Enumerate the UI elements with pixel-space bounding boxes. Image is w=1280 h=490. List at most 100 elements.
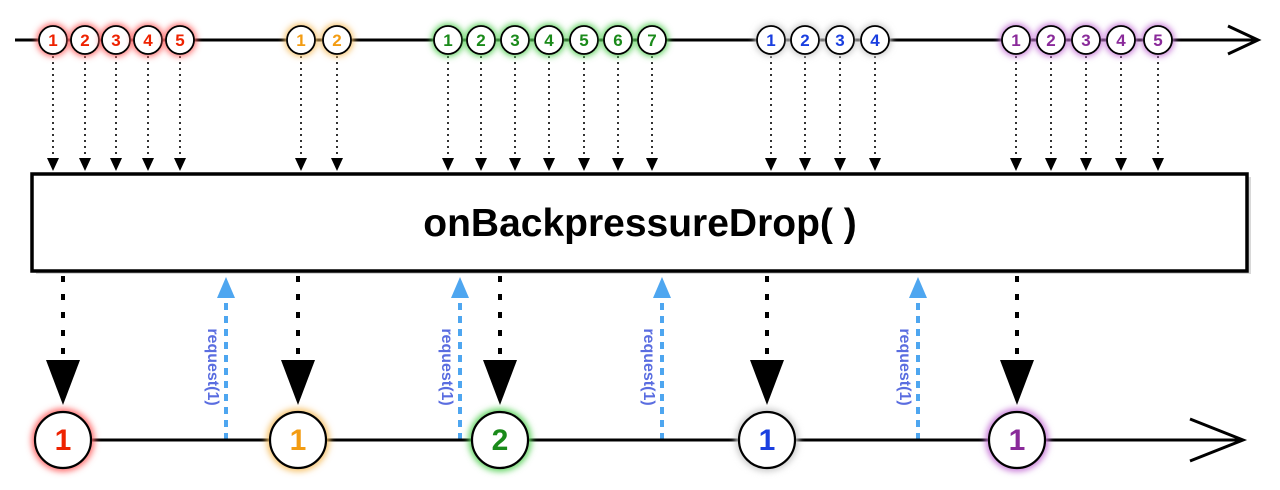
request-arrows: request(1) request(1) request(1) request(1) (204, 277, 927, 440)
source-marble: 2 (788, 23, 822, 57)
source-marble: 1 (36, 23, 70, 57)
source-marble: 4 (532, 23, 566, 57)
operator-box-frame (30, 172, 1249, 273)
output-marble: 1 (31, 408, 95, 472)
request-arrow-head (653, 277, 671, 298)
source-connector-arrowhead (47, 158, 59, 171)
source-marble-circle (569, 25, 599, 55)
source-marble: 5 (163, 23, 197, 57)
source-marble-circle (790, 25, 820, 55)
output-connector-arrowhead (483, 360, 517, 405)
source-marble-label: 4 (1116, 31, 1126, 50)
source-marble: 6 (601, 23, 635, 57)
source-marble: 3 (823, 23, 857, 57)
source-marble-label: 2 (476, 31, 485, 50)
source-marble-label: 1 (1011, 31, 1020, 50)
source-marble-circle (433, 25, 463, 55)
source-connector-arrowhead (765, 158, 777, 171)
source-connector-arrowhead (174, 158, 186, 171)
output-connector-arrowhead (281, 360, 315, 405)
source-connector-arrowhead (475, 158, 487, 171)
source-marble: 3 (99, 23, 133, 57)
request-label: request(1) (896, 328, 913, 405)
output-marble-label: 1 (759, 424, 776, 457)
source-connector-arrowhead (612, 158, 624, 171)
source-marble-label: 4 (870, 31, 880, 50)
source-marble-label: 2 (1046, 31, 1055, 50)
output-marble-circle (470, 410, 530, 470)
source-connector-arrowhead (1080, 158, 1092, 171)
output-connector-arrowhead (46, 360, 80, 405)
source-marble: 4 (1104, 23, 1138, 57)
source-timeline-arrowhead (1227, 24, 1262, 56)
source-marble-circle (1143, 25, 1173, 55)
source-marble: 1 (999, 23, 1033, 57)
source-connector-arrowhead (110, 158, 122, 171)
operator-box: onBackpressureDrop( ) (30, 172, 1251, 274)
output-timeline (35, 417, 1248, 463)
source-connector-arrowhead (543, 158, 555, 171)
source-connectors (47, 56, 1164, 171)
output-marble-label: 1 (55, 424, 72, 457)
source-marble-circle (637, 25, 667, 55)
output-connectors (46, 276, 1034, 405)
source-connector-arrowhead (442, 158, 454, 171)
source-marble-circle (165, 25, 195, 55)
source-marble: 3 (1069, 23, 1103, 57)
source-marble-label: 6 (613, 31, 622, 50)
source-marble: 7 (635, 23, 669, 57)
source-marble: 1 (284, 23, 318, 57)
source-marble: 4 (131, 23, 165, 57)
source-marble: 4 (858, 23, 892, 57)
request-arrow: request(1) (204, 277, 235, 440)
source-marble-label: 1 (48, 31, 57, 50)
request-arrow: request(1) (896, 277, 927, 440)
source-marble-circle (500, 25, 530, 55)
source-marble: 5 (1141, 23, 1175, 57)
source-connector-arrowhead (869, 158, 881, 171)
output-marble-label: 1 (290, 424, 307, 457)
source-marble-label: 1 (443, 31, 452, 50)
request-label: request(1) (640, 328, 657, 405)
request-arrow-head (451, 277, 469, 298)
source-connector-arrowhead (1045, 158, 1057, 171)
request-arrow-head (909, 277, 927, 298)
operator-label: onBackpressureDrop( ) (423, 202, 856, 245)
source-marble-label: 7 (647, 31, 656, 50)
source-marble-label: 2 (332, 31, 341, 50)
source-marble: 1 (431, 23, 465, 57)
output-marble-label: 2 (492, 424, 509, 457)
source-marble-label: 3 (111, 31, 120, 50)
source-marble-circle (322, 25, 352, 55)
source-connector-arrowhead (1115, 158, 1127, 171)
source-marble-label: 2 (80, 31, 89, 50)
source-marble-circle (1001, 25, 1031, 55)
source-marble-circle (534, 25, 564, 55)
source-connector-arrowhead (509, 158, 521, 171)
output-timeline-arrowhead (1189, 417, 1248, 463)
source-connector-arrowhead (646, 158, 658, 171)
output-marble-label: 1 (1009, 424, 1026, 457)
source-marble-circle (133, 25, 163, 55)
source-connector-arrowhead (1010, 158, 1022, 171)
source-marble: 2 (320, 23, 354, 57)
output-marble-circle (737, 410, 797, 470)
source-marble-circle (101, 25, 131, 55)
source-marble-circle (756, 25, 786, 55)
source-marble-circle (1036, 25, 1066, 55)
request-arrow: request(1) (438, 277, 469, 440)
output-marble: 2 (468, 408, 532, 472)
source-marble-label: 3 (510, 31, 519, 50)
source-marble: 3 (498, 23, 532, 57)
source-marble-label: 4 (143, 31, 153, 50)
source-connector-arrowhead (142, 158, 154, 171)
source-marble-circle (860, 25, 890, 55)
output-marble: 1 (266, 408, 330, 472)
source-marble-label: 4 (544, 31, 554, 50)
source-marble-circle (603, 25, 633, 55)
source-marble-label: 5 (579, 31, 588, 50)
source-connector-arrowhead (331, 158, 343, 171)
source-connector-arrowhead (79, 158, 91, 171)
source-connector-arrowhead (578, 158, 590, 171)
